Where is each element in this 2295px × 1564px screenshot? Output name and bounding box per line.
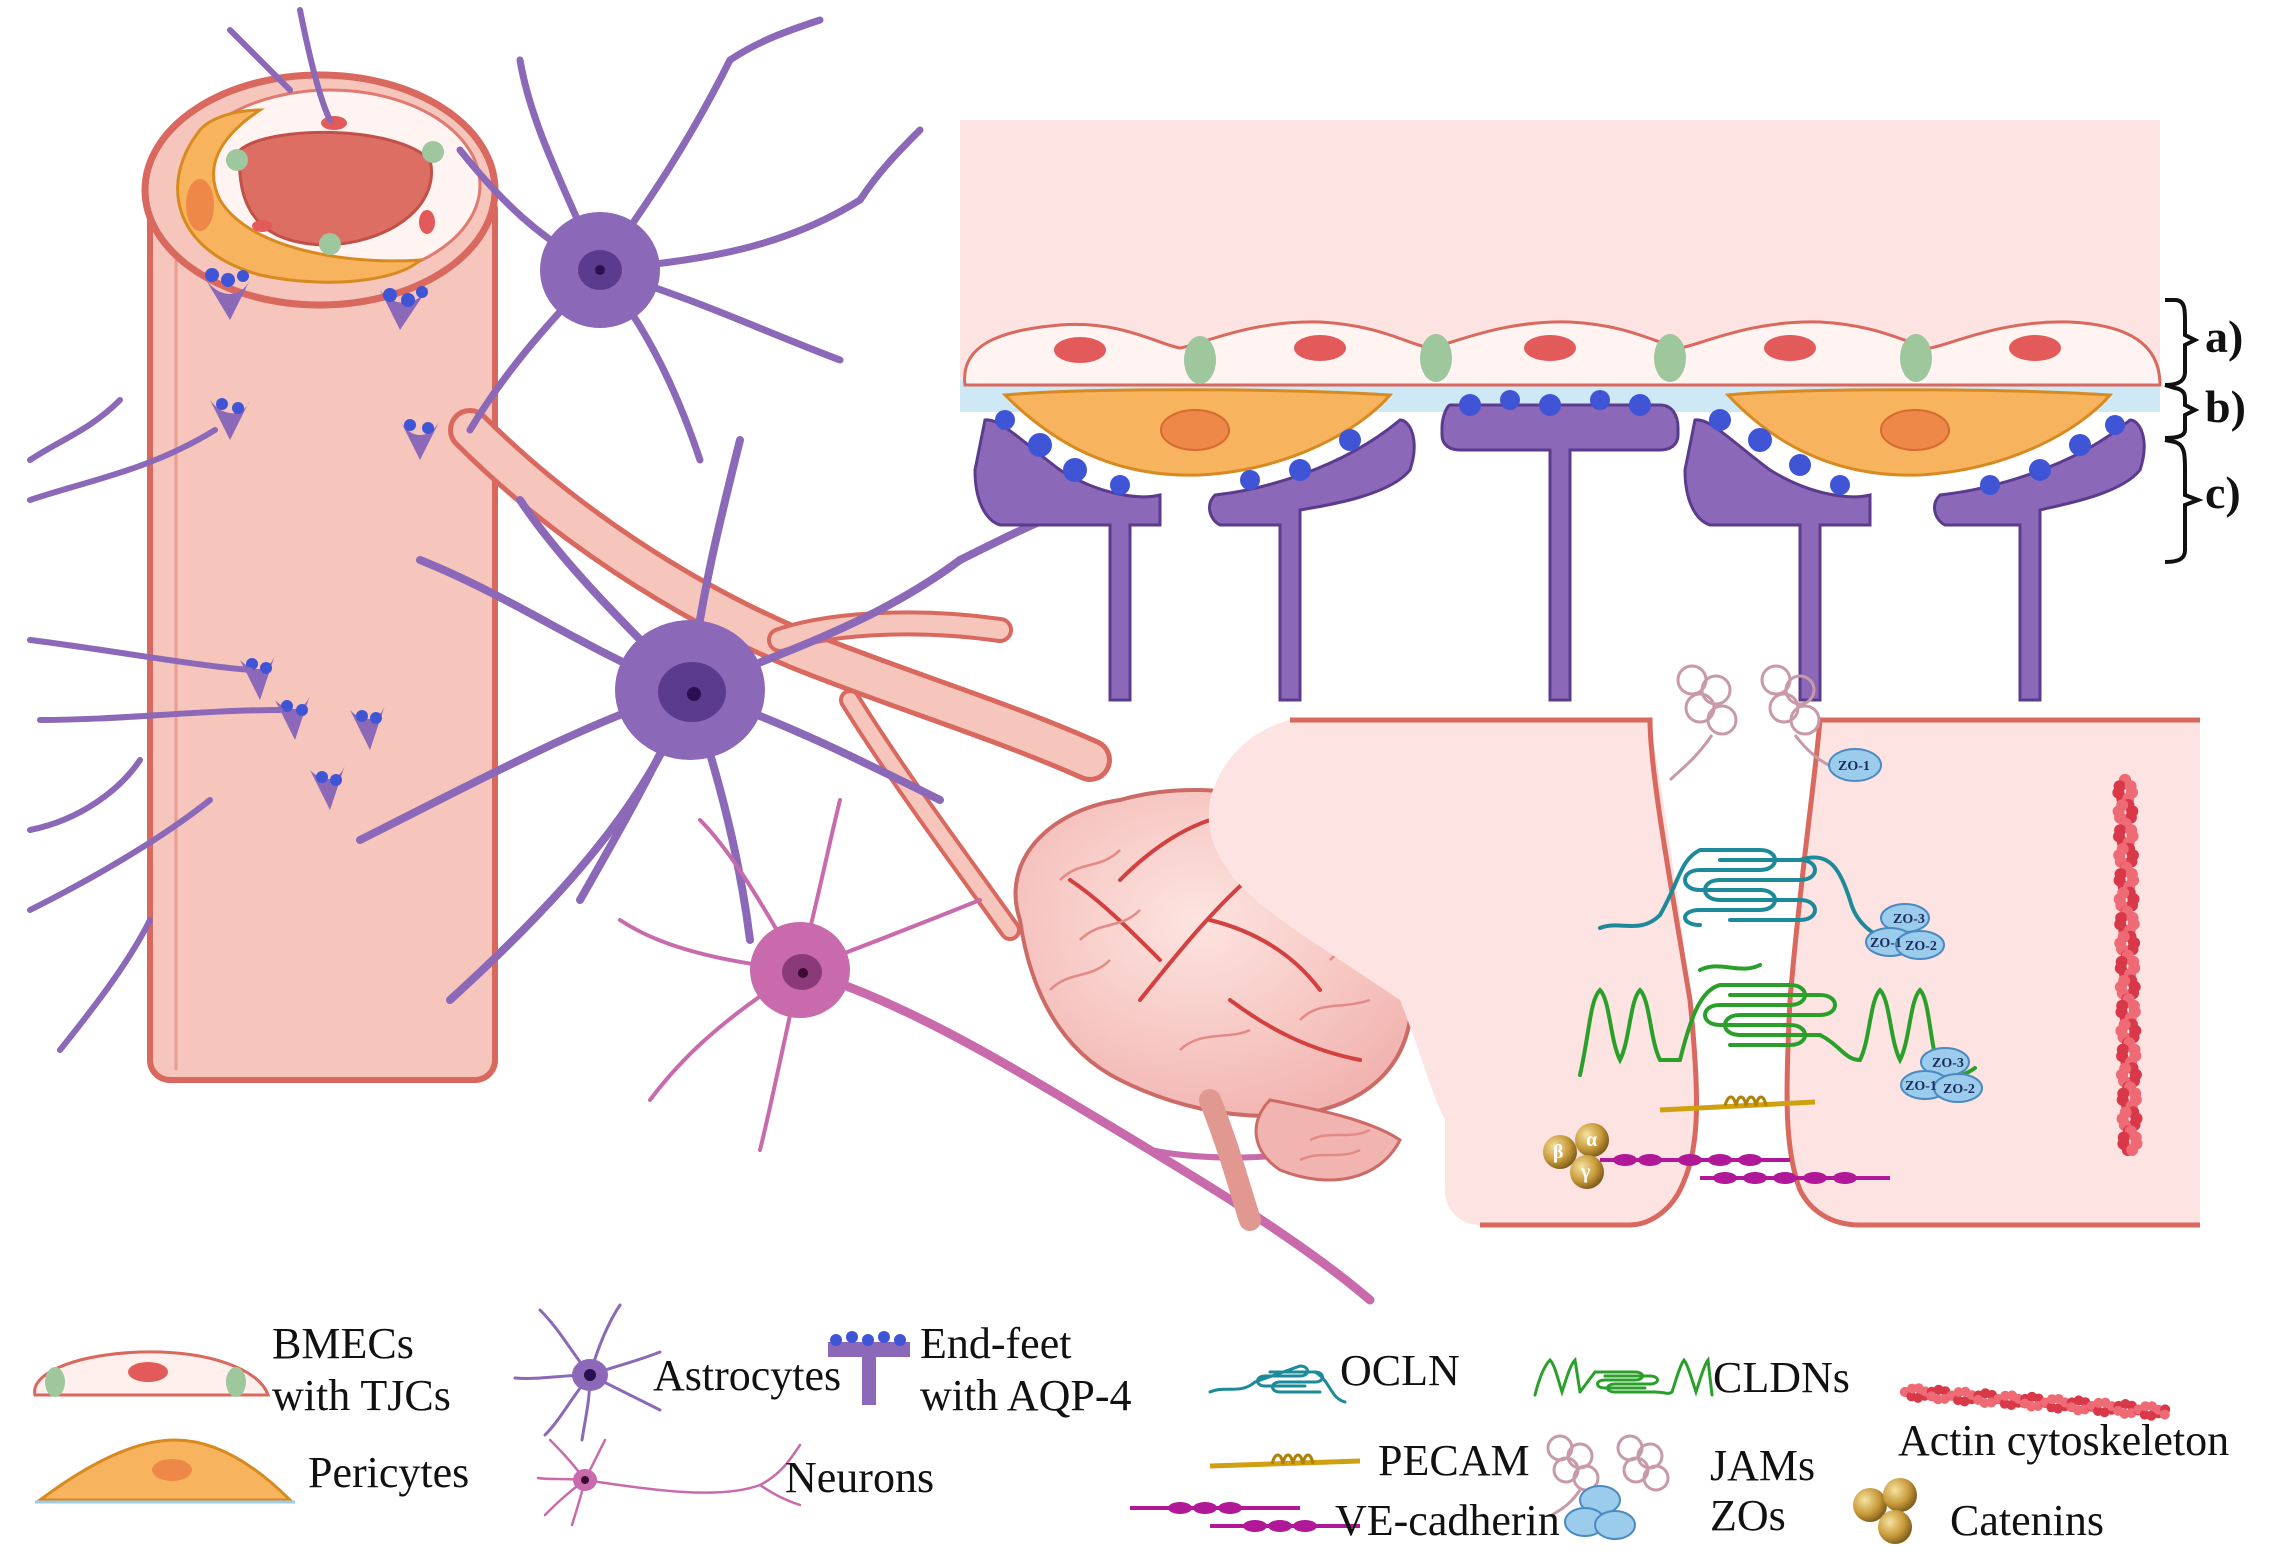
legend-endfeet-line1: End-feet bbox=[920, 1319, 1071, 1368]
legend-pericytes: Pericytes bbox=[308, 1448, 469, 1497]
svg-text:β: β bbox=[1553, 1141, 1564, 1163]
legend-ve-cadherin: VE-cadherin bbox=[1335, 1496, 1560, 1545]
vessel-pericyte-nucleus bbox=[186, 179, 214, 231]
legend-zos: ZOs bbox=[1710, 1491, 1786, 1540]
svg-text:ZO-1: ZO-1 bbox=[1870, 936, 1902, 951]
legend-catenins: Catenins bbox=[1950, 1496, 2104, 1545]
vessel-tube bbox=[147, 187, 498, 1083]
bbb-layers-panel: a) b) c) bbox=[960, 120, 2246, 702]
vessel-ec-nucleus bbox=[252, 220, 272, 232]
zo-cluster-ocln: ZO-3 ZO-1 ZO-2 bbox=[1865, 903, 1945, 960]
legend-bmecs-line1: BMECs bbox=[272, 1319, 414, 1368]
legend-ocln: OCLN bbox=[1340, 1346, 1460, 1395]
ec-nuclei bbox=[1054, 335, 2061, 363]
svg-text:ZO-1: ZO-1 bbox=[1838, 759, 1870, 774]
actin-filament bbox=[2112, 774, 2143, 1156]
label-layer-b: b) bbox=[2205, 381, 2246, 432]
neuron bbox=[618, 798, 1375, 1305]
legend-bmec-icon bbox=[33, 1350, 271, 1397]
vessel-pericyte bbox=[176, 108, 424, 284]
legend-astrocytes: Astrocytes bbox=[653, 1351, 841, 1400]
junction-cell-right-membrane bbox=[1784, 717, 2200, 1228]
layer-braces bbox=[2164, 298, 2204, 564]
layer-aqp4-dots bbox=[995, 390, 2125, 495]
blood-vessel bbox=[141, 71, 499, 1083]
vessel-aqp4-dots bbox=[205, 268, 434, 786]
actin-bead bbox=[2159, 1409, 2170, 1420]
zo-cluster-cldn: ZO-3 ZO-1 ZO-2 bbox=[1900, 1047, 1983, 1103]
vessel-tight-junction bbox=[319, 233, 341, 255]
legend-pericyte-icon bbox=[35, 1438, 295, 1504]
legend-bmecs-line2: with TJCs bbox=[272, 1371, 451, 1420]
astrocyte-top bbox=[456, 16, 924, 464]
layer-pericytes bbox=[1001, 388, 2114, 477]
legend-zo-icon bbox=[1564, 1485, 1636, 1540]
label-layer-c: c) bbox=[2205, 467, 2241, 518]
actin-bead bbox=[2126, 1144, 2139, 1156]
junction-cell-left-membrane bbox=[1290, 717, 1700, 1228]
legend-ve-cadherin-icon bbox=[1130, 1502, 1360, 1532]
catenin-cluster: β α γ bbox=[1543, 1123, 1609, 1189]
legend-actin-icon bbox=[1900, 1383, 2171, 1421]
junction-cell-left bbox=[1208, 720, 1697, 1225]
vessel-tight-junction bbox=[226, 149, 248, 171]
layer-tight-junctions bbox=[1184, 334, 1932, 384]
svg-text:ZO-2: ZO-2 bbox=[1905, 939, 1937, 954]
junction-panel: ZO-1 ZO-3 ZO-1 ZO-2 bbox=[1208, 664, 2200, 1228]
vessel-endfeet bbox=[200, 270, 440, 810]
junction-cell-right bbox=[1787, 720, 2200, 1225]
astrocyte-center bbox=[356, 436, 1074, 1004]
legend: BMECs with TJCs Pericytes Astrocytes bbox=[33, 1303, 2229, 1545]
legend-cldns: CLDNs bbox=[1713, 1353, 1850, 1402]
legend-jams: JAMs bbox=[1710, 1441, 1815, 1490]
label-layer-a: a) bbox=[2205, 311, 2243, 362]
legend-neurons: Neurons bbox=[785, 1453, 934, 1502]
legend-pecam: PECAM bbox=[1378, 1436, 1530, 1485]
svg-text:α: α bbox=[1586, 1129, 1597, 1151]
neuron-axon bbox=[795, 965, 1375, 1305]
legend-endfeet-line2: with AQP-4 bbox=[920, 1371, 1131, 1420]
legend-cldn-icon bbox=[1533, 1356, 1714, 1397]
legend-catenin-icon bbox=[1853, 1478, 1917, 1544]
vessel-tight-junction bbox=[422, 141, 444, 163]
legend-neuron-icon bbox=[536, 1438, 802, 1527]
vessel-ec-nucleus bbox=[419, 210, 435, 234]
legend-actin: Actin cytoskeleton bbox=[1898, 1416, 2229, 1465]
svg-text:γ: γ bbox=[1580, 1161, 1591, 1183]
vessel-ec-nucleus bbox=[321, 116, 347, 130]
ve-cadherin-molecules bbox=[1600, 1154, 1890, 1184]
svg-text:ZO-3: ZO-3 bbox=[1893, 912, 1925, 927]
legend-ocln-icon bbox=[1208, 1364, 1347, 1404]
legend-endfeet-icon bbox=[828, 1331, 910, 1405]
pecam-molecule bbox=[1659, 1095, 1816, 1113]
svg-text:ZO-2: ZO-2 bbox=[1943, 1082, 1975, 1097]
legend-astrocyte-icon bbox=[513, 1303, 662, 1442]
svg-text:ZO-3: ZO-3 bbox=[1932, 1056, 1964, 1071]
zo1-top: ZO-1 bbox=[1828, 748, 1882, 782]
astrocyte-processes bbox=[27, 7, 333, 1053]
legend-pecam-icon bbox=[1209, 1453, 1361, 1469]
svg-text:ZO-1: ZO-1 bbox=[1905, 1079, 1937, 1094]
